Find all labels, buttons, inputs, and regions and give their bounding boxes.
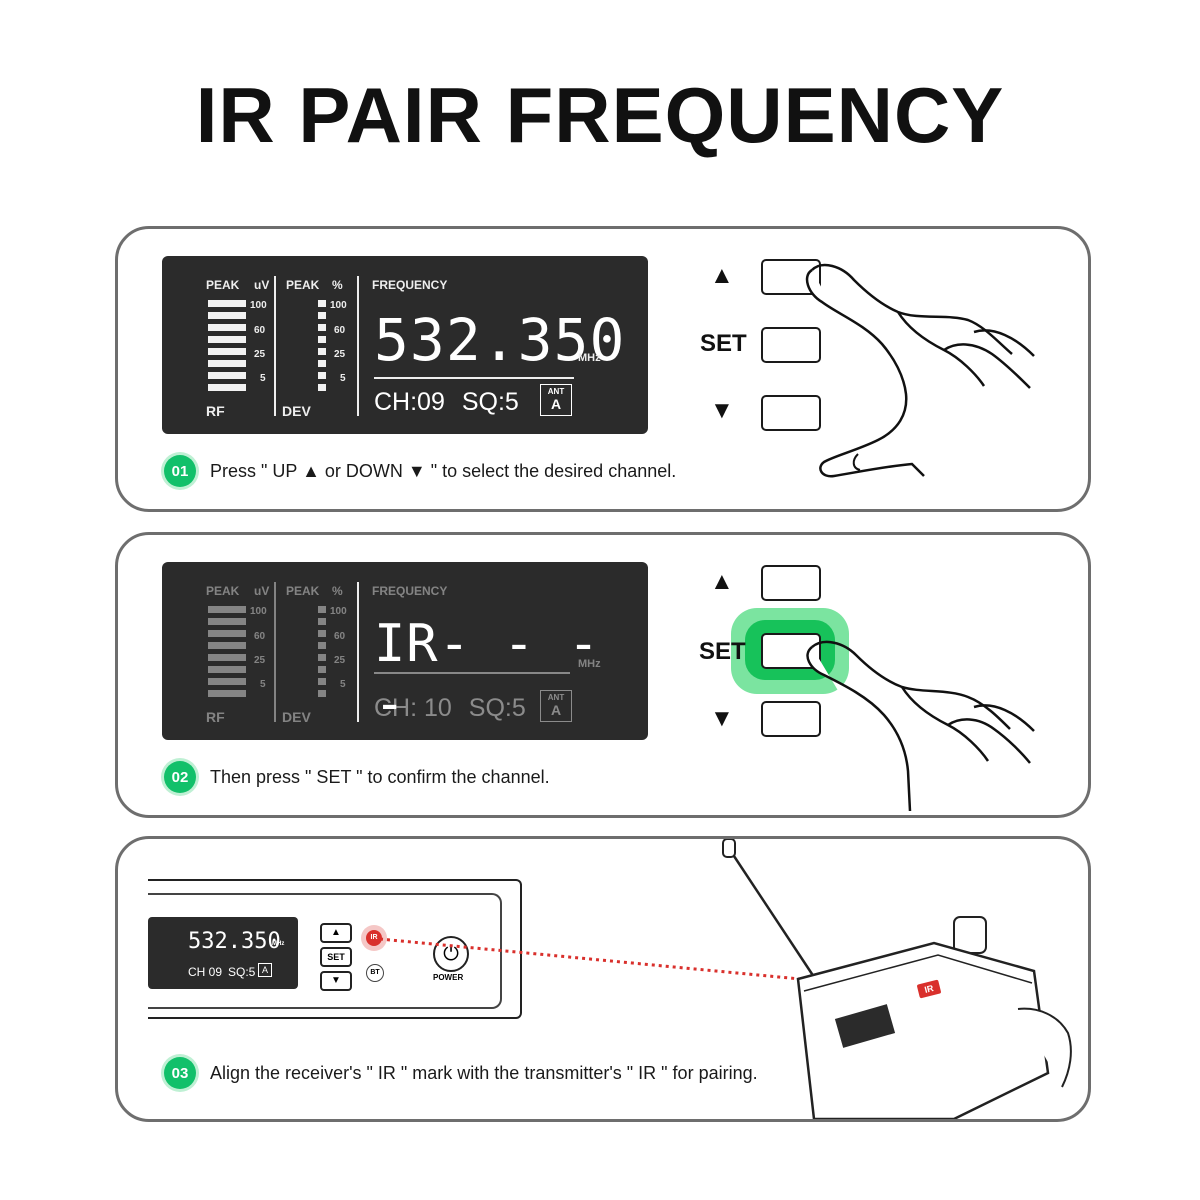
channel-readout: CH: 10 [374,694,452,722]
scale-100: 100 [330,606,347,617]
channel-squelch-row: CH:09 SQ:5 [374,388,519,417]
scale-25: 25 [254,655,266,666]
step-3-instruction: 03 Align the receiver's " IR " mark with… [164,1057,758,1089]
up-arrow-icon: ▲ [710,262,734,289]
peak-pct-label: PEAK [286,278,320,292]
uv-unit-label: uV [254,584,270,598]
pct-unit-label: % [332,584,343,598]
peak-pct-label: PEAK [286,584,320,598]
step-number: 01 [164,455,196,487]
scale-60: 60 [334,325,346,336]
receiver-lcd-step1: PEAK uV PEAK % FREQUENCY 100 60 [162,256,648,434]
receiver-lcd-step2: PEAK uV PEAK % FREQUENCY [162,562,648,740]
scale-100: 100 [250,606,267,617]
down-arrow-icon: ▼ [710,397,734,424]
tx-down-button[interactable]: ▼ [320,971,352,991]
bt-indicator: BT [366,964,384,982]
tx-mhz-label: MHz [272,941,285,947]
divider [357,276,359,416]
step-2-card: PEAK uV PEAK % FREQUENCY [115,532,1091,818]
transmitter-unit: 532.350 MHz CH 09 SQ:5 A ▲ SET ▼ IR BT ⏻… [148,879,522,1019]
transmitter-lcd: 532.350 MHz CH 09 SQ:5 A [148,917,298,989]
tx-channel-readout: CH 09 [188,965,223,979]
scale-100: 100 [330,300,347,311]
peak-uv-label: PEAK [206,584,240,598]
ant-value: A [550,702,562,718]
squelch-readout: SQ:5 [468,694,526,722]
scale-5: 5 [340,679,346,690]
pct-unit-label: % [332,278,343,292]
scale-25: 25 [254,349,266,360]
step-1-instruction: 01 Press " UP ▲ or DOWN ▼ " to select th… [164,455,676,487]
scale-100: 100 [250,300,267,311]
scale-60: 60 [254,325,266,336]
squelch-readout: SQ:5 [461,388,519,416]
up-button[interactable] [761,565,821,601]
scale-25: 25 [334,655,346,666]
scale-5: 5 [260,679,266,690]
scale-60: 60 [254,631,266,642]
frequency-label: FREQUENCY [372,278,448,292]
step-text: Press " UP ▲ or DOWN ▼ " to select the d… [210,460,677,481]
uv-unit-label: uV [254,278,270,292]
antenna-indicator: ANT A [540,384,572,416]
power-label: POWER [433,973,464,982]
set-label: SET [700,330,747,357]
tx-set-button[interactable]: SET [320,947,352,967]
receiver-bodypack [722,839,1072,1119]
divider [274,582,276,722]
step-number: 03 [164,1057,196,1089]
down-button[interactable] [761,701,821,737]
power-icon[interactable]: ⏻ [433,936,469,972]
step-text: Align the receiver's " IR " mark with th… [210,1062,758,1083]
tx-ir-emitter: IR [366,930,382,946]
dev-label: DEV [282,403,311,419]
down-button[interactable] [761,395,821,431]
divider [274,276,276,416]
tx-frequency-readout: 532.350 [188,929,281,954]
step-1-card: PEAK uV PEAK % FREQUENCY 100 60 [115,226,1091,512]
mhz-label: MHz [578,352,601,364]
divider [357,582,359,722]
tx-ant-indicator: A [258,963,272,977]
divider [374,672,570,674]
down-arrow-icon: ▼ [710,705,734,732]
rf-label: RF [206,709,225,725]
tx-squelch-readout: SQ:5 [228,965,256,979]
peak-uv-label: PEAK [206,278,240,292]
pressing-hand-icon [805,263,1035,478]
rf-label: RF [206,403,225,419]
scale-5: 5 [260,373,266,384]
ant-label: ANT [547,693,565,702]
mhz-label: MHz [578,658,601,670]
scale-25: 25 [334,349,346,360]
frequency-label: FREQUENCY [372,584,448,598]
scale-60: 60 [334,631,346,642]
ant-label: ANT [547,387,565,396]
frequency-readout: 532.350 [374,306,626,374]
step-text: Then press " SET " to confirm the channe… [210,766,550,787]
pressing-hand-icon [806,640,1035,811]
ant-value: A [550,396,562,412]
divider [374,377,574,379]
set-label: SET [699,638,746,665]
step-number: 02 [164,761,196,793]
step-2-instruction: 02 Then press " SET " to confirm the cha… [164,761,550,793]
channel-squelch-row: CH: 10 SQ:5 [374,694,526,723]
step-3-card: 532.350 MHz CH 09 SQ:5 A ▲ SET ▼ IR BT ⏻… [115,836,1091,1122]
antenna-indicator: ANT A [540,690,572,722]
tx-up-button[interactable]: ▲ [320,923,352,943]
dev-label: DEV [282,709,311,725]
set-button[interactable] [761,327,821,363]
up-arrow-icon: ▲ [710,568,734,595]
ir-pairing-readout: IR- - - - [374,614,601,734]
scale-5: 5 [340,373,346,384]
channel-readout: CH:09 [374,388,445,416]
page-title: IR PAIR FREQUENCY [195,71,1005,159]
